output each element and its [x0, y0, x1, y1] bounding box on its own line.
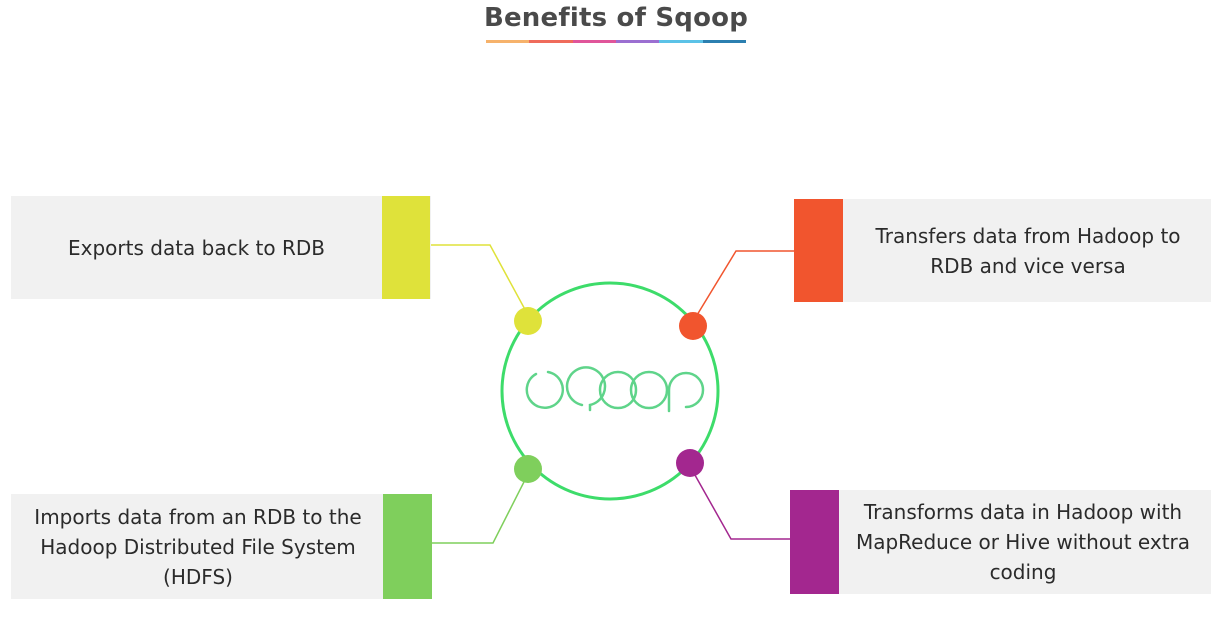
benefit-text-import: Imports data from an RDB to the Hadoop D… — [34, 504, 362, 589]
benefit-card-transform — [790, 490, 1211, 594]
diagram-title: Benefits of Sqoop — [483, 3, 749, 33]
benefit-text-transfer: Transfers data from Hadoop to RDB and vi… — [875, 223, 1181, 278]
logo-letter-o1 — [598, 370, 638, 410]
connector-transform — [690, 467, 791, 540]
benefit-text-export: Exports data back to RDB — [68, 235, 325, 260]
underline-stripe-0 — [486, 40, 530, 43]
benefit-text-transform: Transforms data in Hadoop with MapReduce… — [855, 500, 1191, 584]
connector-export — [430, 244, 529, 316]
dot-import — [514, 455, 542, 483]
sqoop-logo — [525, 366, 705, 413]
center-ring — [500, 281, 720, 501]
benefit-card-import — [11, 494, 432, 599]
benefit-tab-transfer — [794, 199, 843, 302]
benefit-card-export — [11, 196, 431, 299]
underline-stripe-3 — [615, 40, 660, 43]
dot-transfer — [679, 312, 707, 340]
logo-letter-s — [525, 370, 565, 409]
underline-stripe-1 — [529, 40, 573, 43]
connector-import — [432, 473, 529, 544]
benefit-tab-transform — [790, 490, 839, 594]
dot-transform — [676, 449, 704, 477]
benefit-tab-export — [382, 196, 430, 299]
underline-stripe-2 — [572, 40, 616, 43]
underline-stripe-5 — [702, 40, 746, 43]
dot-export — [514, 307, 542, 335]
logo-letter-p — [667, 371, 705, 413]
logo-letter-o2 — [629, 370, 669, 410]
benefit-tab-import — [383, 494, 432, 599]
benefit-card-transfer — [794, 199, 1211, 302]
connector-transfer — [693, 250, 795, 321]
underline-stripe-4 — [659, 40, 703, 43]
title-underline — [486, 40, 746, 43]
